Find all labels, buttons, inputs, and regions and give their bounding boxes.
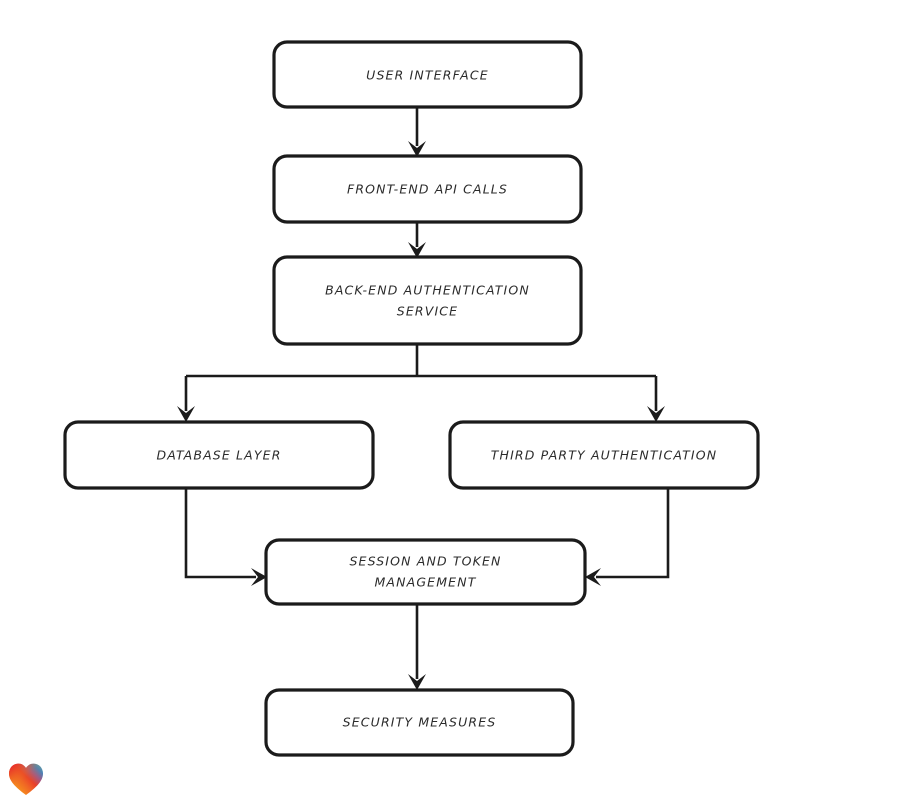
node-label: USER INTERFACE bbox=[366, 68, 489, 83]
node-security-measures[interactable]: SECURITY MEASURES bbox=[264, 688, 575, 757]
arrowhead-icon bbox=[647, 406, 665, 422]
node-back-end-authentication-service[interactable]: BACK-END AUTHENTICATION SERVICE bbox=[272, 255, 583, 346]
node-label-line1: BACK-END AUTHENTICATION bbox=[325, 283, 530, 298]
node-shape[interactable] bbox=[272, 255, 583, 346]
node-label: DATABASE LAYER bbox=[156, 448, 281, 463]
node-front-end-api-calls[interactable]: FRONT-END API CALLS bbox=[272, 154, 583, 224]
edge-line bbox=[596, 488, 670, 579]
arrowhead-icon bbox=[251, 568, 267, 586]
node-shape[interactable] bbox=[264, 688, 575, 757]
arrowhead-icon bbox=[408, 242, 426, 258]
node-label: THIRD PARTY AUTHENTICATION bbox=[491, 448, 718, 463]
arrowhead-icon bbox=[585, 568, 601, 586]
heart-icon bbox=[9, 763, 43, 795]
node-shape[interactable] bbox=[272, 40, 583, 109]
node-database-layer[interactable]: DATABASE LAYER bbox=[63, 420, 375, 490]
node-shape[interactable] bbox=[264, 538, 587, 606]
node-label: FRONT-END API CALLS bbox=[347, 182, 508, 197]
edge-line bbox=[184, 488, 256, 579]
edge-session-and-token-management-to-security-measures bbox=[408, 604, 426, 690]
arrowhead-icon bbox=[177, 406, 195, 422]
node-third-party-authentication[interactable]: THIRD PARTY AUTHENTICATION bbox=[448, 420, 760, 490]
edge-front-end-api-calls-to-back-end-authentication-service bbox=[408, 222, 426, 258]
edge-database-layer-to-session-and-token-management bbox=[184, 488, 267, 586]
arrowhead-icon bbox=[408, 141, 426, 157]
node-shape[interactable] bbox=[272, 154, 583, 224]
arrowhead-icon bbox=[408, 674, 426, 690]
edge-user-interface-to-front-end-api-calls bbox=[408, 107, 426, 157]
node-label-line1: SESSION AND TOKEN bbox=[349, 554, 501, 569]
node-user-interface[interactable]: USER INTERFACE bbox=[272, 40, 583, 109]
node-session-and-token-management[interactable]: SESSION AND TOKEN MANAGEMENT bbox=[264, 538, 587, 606]
node-label-line2: SERVICE bbox=[397, 304, 458, 319]
node-label: SECURITY MEASURES bbox=[343, 715, 497, 730]
edge-third-party-authentication-to-session-and-token-management bbox=[585, 488, 670, 586]
node-label-line2: MANAGEMENT bbox=[375, 575, 477, 590]
heart-shape-overlay bbox=[9, 763, 43, 795]
node-shape[interactable] bbox=[448, 420, 760, 490]
edge-back-end-authentication-service-split bbox=[177, 344, 665, 422]
node-shape[interactable] bbox=[63, 420, 375, 490]
